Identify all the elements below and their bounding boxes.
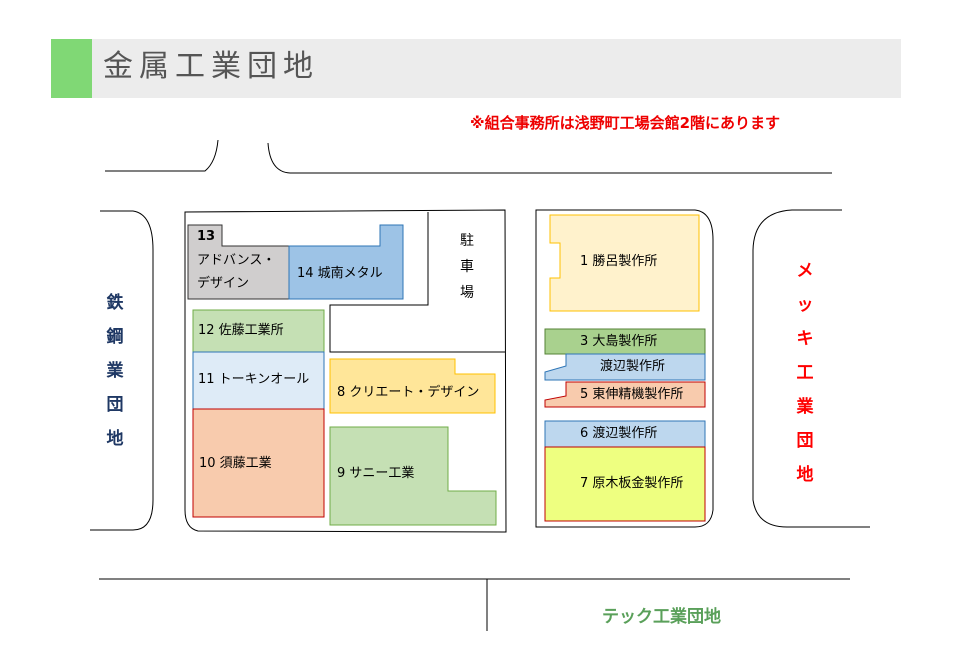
page-title: 金属工業団地: [103, 49, 319, 84]
plot-13-name-line1: アドバンス・: [197, 253, 276, 268]
plot-1-label: 1 勝呂製作所: [580, 254, 658, 269]
plot-7-label: 7 原木板金製作所: [580, 476, 684, 491]
parking-lot-outline: [329, 212, 505, 353]
plot-3b: [544, 353, 706, 381]
bottom-area-label: テック工業団地: [602, 607, 721, 627]
plot-12-label: 12 佐藤工業所: [198, 323, 284, 338]
plot-9: [329, 426, 497, 526]
left-area-boundary: [90, 210, 154, 531]
left-area-label: 鉄鋼業団地: [106, 293, 124, 449]
title-accent: [51, 39, 92, 98]
plot-10: [192, 408, 325, 518]
plot-10-label: 10 須藤工業: [199, 456, 272, 471]
office-note: ※組合事務所は浅野町工場会館2階にあります: [470, 114, 781, 132]
plot-12: [192, 309, 325, 353]
road-edge-top-right: [267, 142, 832, 174]
plot-13-number: 13: [197, 229, 216, 244]
plot-13-name-line2: デザイン: [197, 276, 250, 291]
plot-3b-label: 渡辺製作所: [600, 359, 666, 374]
plot-3-label: 3 大島製作所: [580, 334, 658, 349]
plot-14: [288, 224, 404, 300]
road-edge-top-left: [105, 139, 219, 172]
plot-11-label: 11 トーキンオール: [198, 372, 310, 387]
plot-1: [549, 214, 700, 312]
block-right-outline: [535, 209, 714, 528]
plot-6: [544, 420, 706, 448]
plot-5: [544, 381, 706, 408]
plot-11: [192, 351, 325, 410]
plot-8: [329, 358, 496, 414]
plot-6-label: 6 渡辺製作所: [580, 426, 658, 441]
plot-14-label: 14 城南メタル: [297, 266, 383, 281]
right-area-label: メッキ工業団地: [796, 261, 814, 485]
plot-5-label: 5 東伸精機製作所: [580, 387, 684, 402]
block-left-outline: [184, 209, 507, 533]
right-area-boundary: [752, 209, 870, 528]
plot-8-label: 8 クリエート・デザイン: [337, 385, 480, 400]
plot-7: [544, 446, 706, 522]
parking-label: 駐車場: [460, 233, 474, 301]
plot-9-label: 9 サニー工業: [337, 466, 415, 481]
title-bar: 金属工業団地: [51, 39, 901, 98]
